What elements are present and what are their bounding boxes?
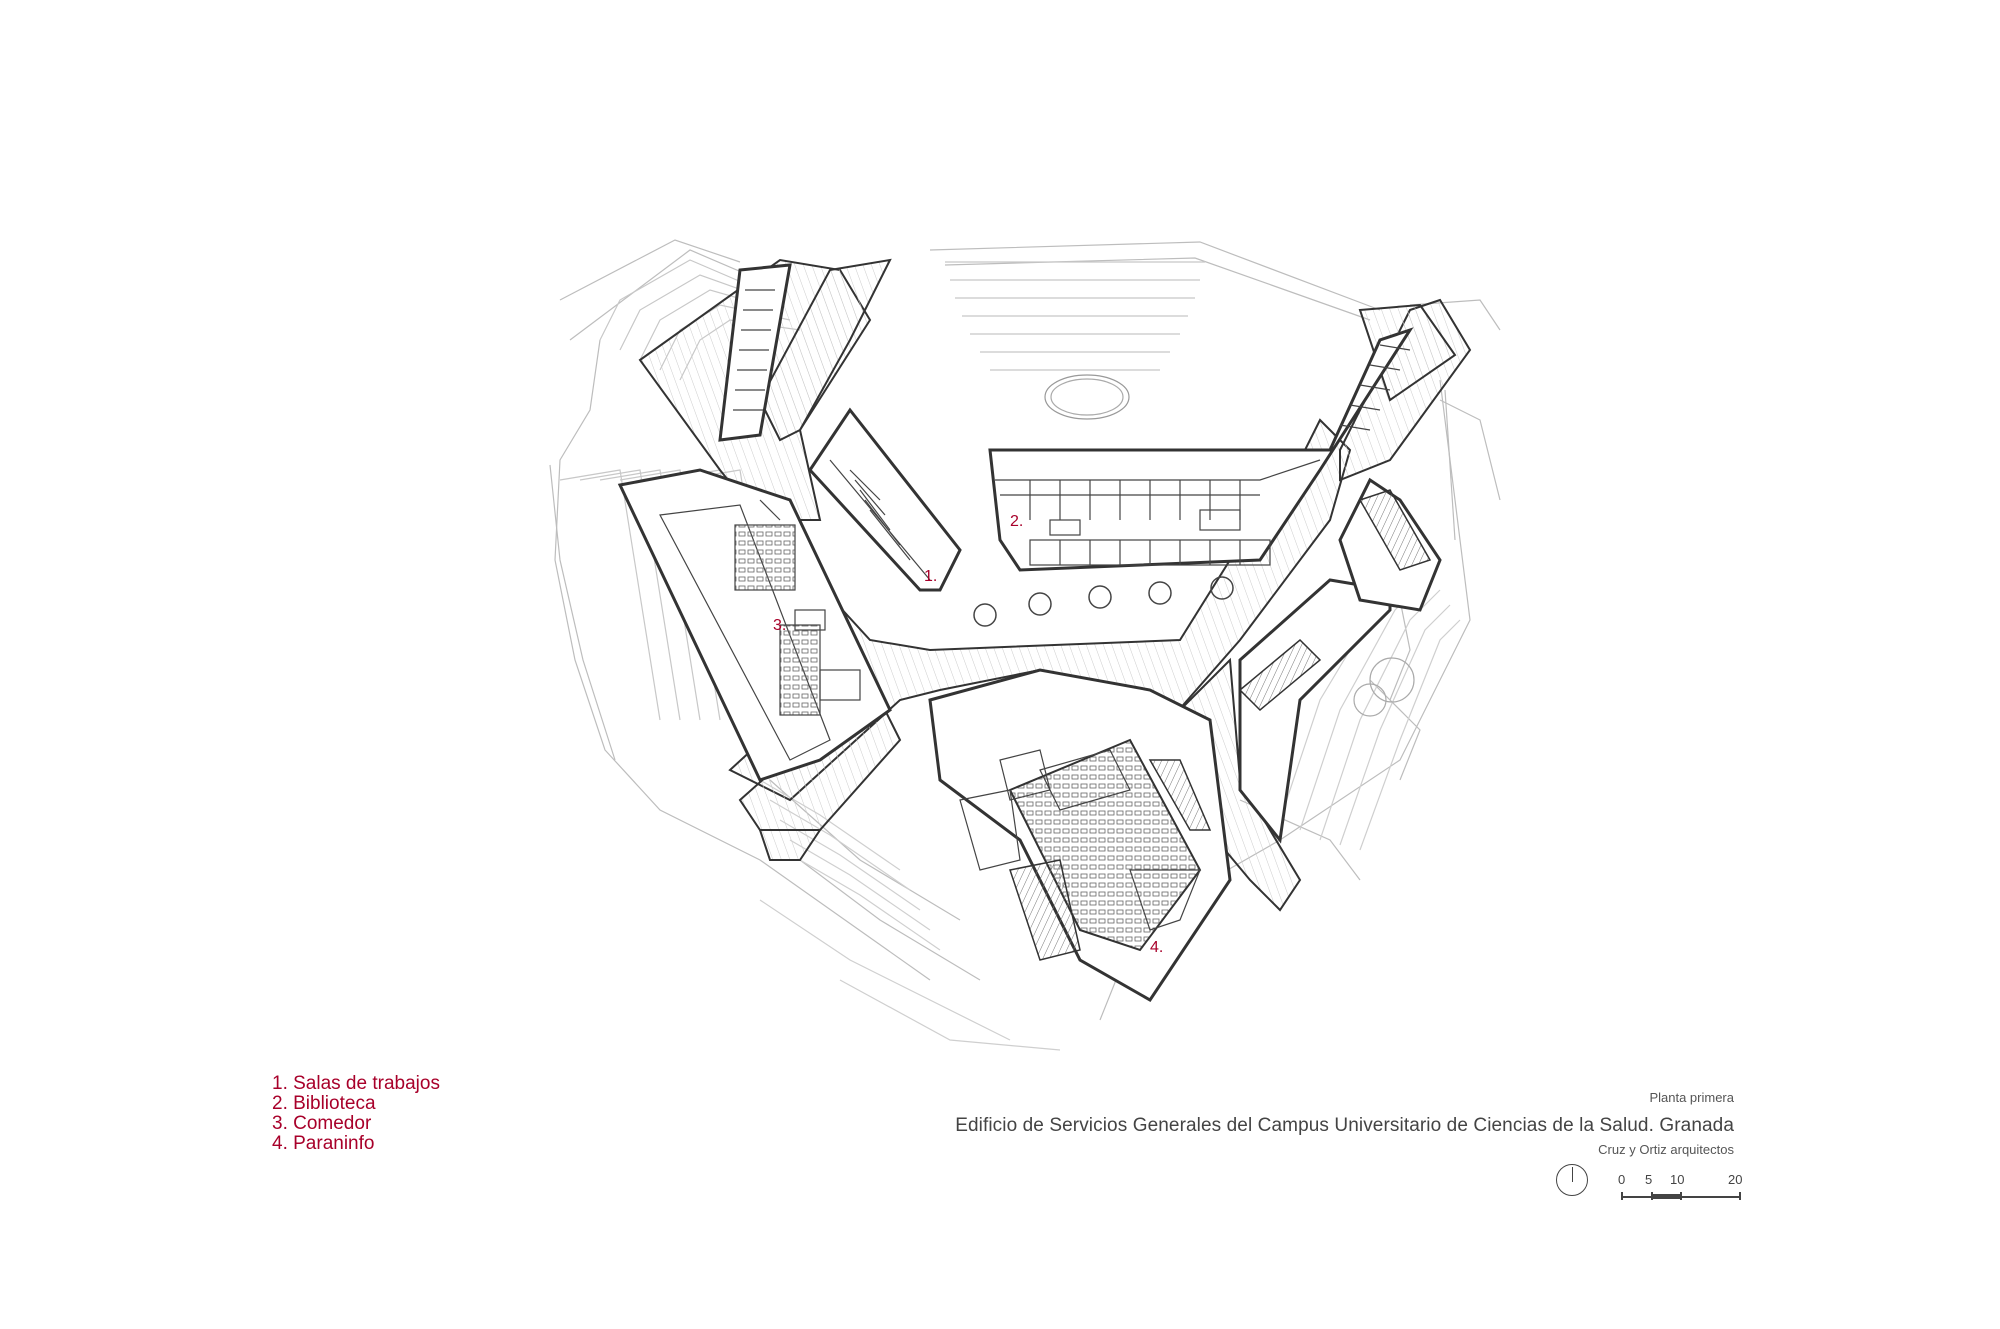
legend-item: 4. Paraninfo <box>272 1133 375 1154</box>
room-label-3: 3. <box>773 617 786 634</box>
interior-details <box>659 289 1411 952</box>
room-label-4: 4. <box>1150 939 1163 956</box>
room-number-labels: 1. 2. 3. 4. <box>773 513 1163 956</box>
scale-tick-label: 20 <box>1728 1172 1743 1187</box>
room-label-1: 1. <box>924 568 937 585</box>
legend-item: 1. Salas de trabajos <box>272 1073 440 1094</box>
scale-tick-label: 10 <box>1670 1172 1685 1187</box>
hatched-ramps <box>1009 489 1432 961</box>
scale-tick-label: 0 <box>1618 1172 1626 1187</box>
legend-item: 3. Comedor <box>272 1113 372 1134</box>
walkway-columns <box>973 576 1234 627</box>
northwest-slab <box>718 263 792 442</box>
architect-credit: Cruz y Ortiz arquitectos <box>1598 1142 1734 1157</box>
legend-item: 2. Biblioteca <box>272 1093 376 1114</box>
title-block: Planta primera Edificio de Servicios Gen… <box>955 1090 1734 1157</box>
north-arrow-icon <box>1556 1164 1588 1196</box>
comedor-block <box>617 468 892 782</box>
drawing-subtitle: Planta primera <box>1649 1090 1734 1105</box>
scale-bar <box>1621 1192 1741 1200</box>
room-label-2: 2. <box>1010 513 1023 530</box>
east-block <box>1238 578 1392 844</box>
salas-block <box>808 407 962 592</box>
scale-tick-label: 5 <box>1645 1172 1653 1187</box>
drawing-title: Edificio de Servicios Generales del Camp… <box>955 1115 1734 1136</box>
biblioteca-block <box>988 327 1414 572</box>
room-legend: 1. Salas de trabajos 2. Biblioteca 3. Co… <box>272 1074 440 1154</box>
